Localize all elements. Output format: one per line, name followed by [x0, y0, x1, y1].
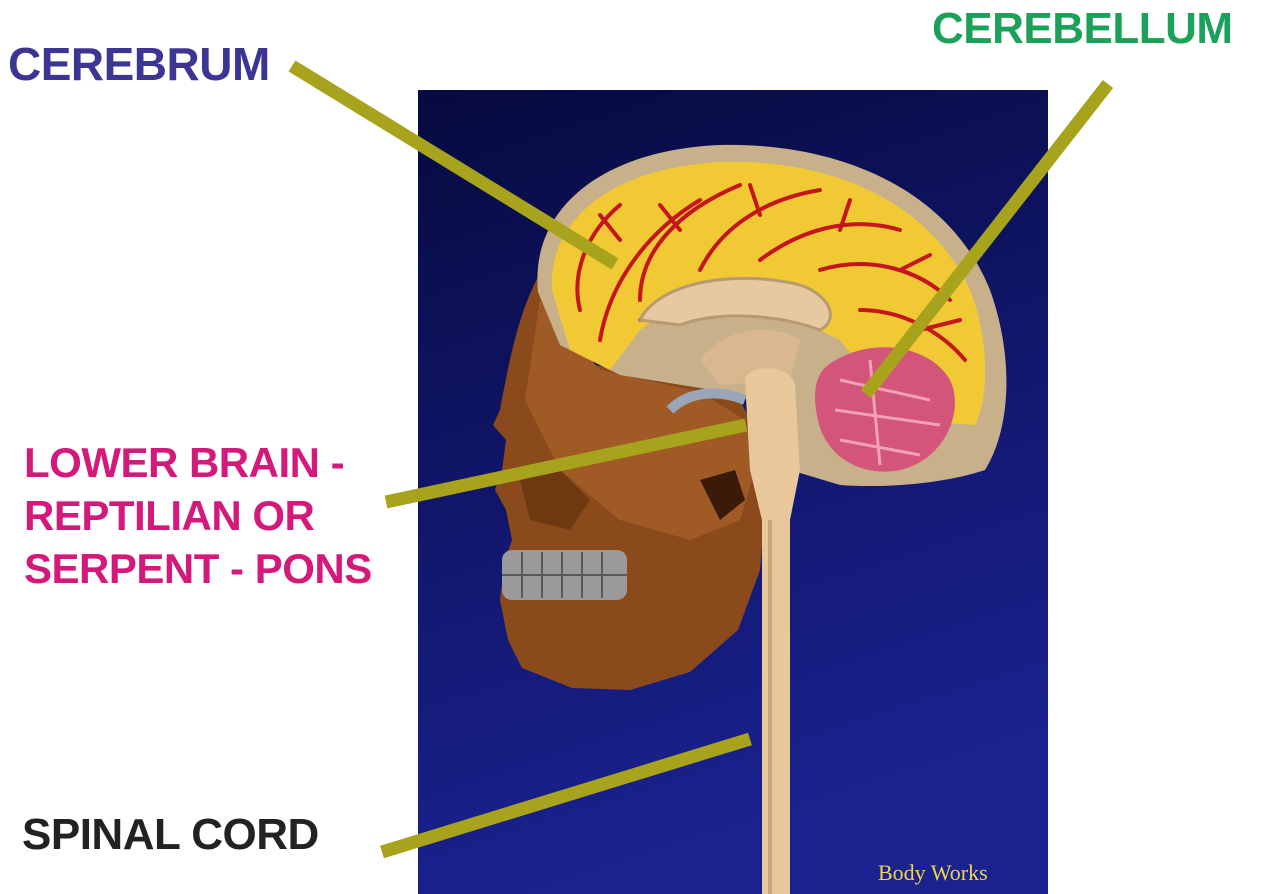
- cerebellum-label: CEREBELLUM: [932, 4, 1233, 54]
- lower-brain-label-line: LOWER BRAIN -: [24, 436, 372, 489]
- lower-brain-label-line: REPTILIAN OR: [24, 489, 372, 542]
- cerebrum-label: CEREBRUM: [8, 38, 270, 90]
- spinal-cord-label: SPINAL CORD: [22, 810, 319, 860]
- lower-brain-label: LOWER BRAIN - REPTILIAN OR SERPENT - PON…: [24, 436, 372, 595]
- image-credit: Body Works: [878, 860, 988, 886]
- lower-brain-label-line: SERPENT - PONS: [24, 542, 372, 595]
